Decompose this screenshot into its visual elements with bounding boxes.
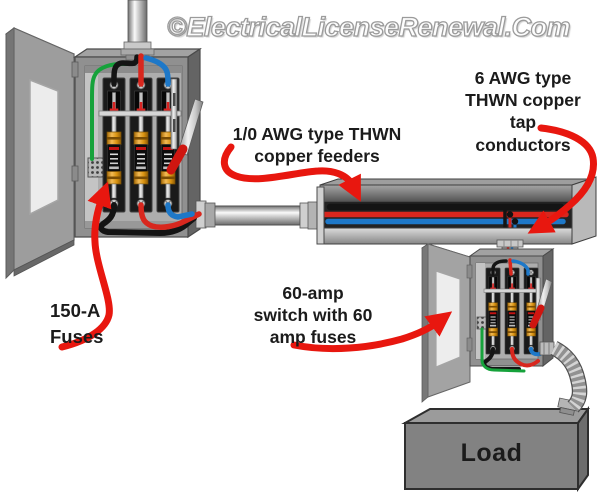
- label-main-fuses: 150-A Fuses: [50, 300, 104, 347]
- label-tap-conductors: 6 AWG type THWN copper tap conductors: [465, 68, 581, 155]
- feeder-conduit: [195, 200, 320, 230]
- flex-conduit: [539, 341, 588, 416]
- feeder-wire-red: [138, 202, 202, 230]
- callout-arrows: [58, 124, 597, 353]
- line-wire-blue: [143, 55, 171, 87]
- label-feeders: 1/0 AWG type THWN copper feeders: [232, 124, 402, 167]
- main-switch-handle: [166, 98, 204, 175]
- tap-switch-handle: [529, 278, 553, 329]
- tap-junction-dot: [511, 218, 519, 225]
- handle-grip: [529, 304, 545, 329]
- handle-grip: [166, 144, 188, 175]
- hinge: [466, 264, 473, 279]
- operating-crossbar: [483, 288, 540, 293]
- feeder-wire-blue: [165, 202, 195, 220]
- fuse-assembly: [485, 267, 501, 355]
- load-box: [401, 405, 590, 493]
- watermark: ©ElectricalLicenseRenewal.Com: [166, 11, 571, 42]
- tap-switch-arrow: [290, 311, 453, 353]
- fuse-assembly: [102, 77, 126, 213]
- main-switch-door: [5, 27, 75, 280]
- ground-wire: [90, 61, 128, 161]
- operating-rod: [170, 78, 178, 150]
- tap-junction-dot: [506, 211, 514, 218]
- tap-fuse-assemblies: [483, 267, 541, 355]
- hinge: [71, 61, 79, 78]
- operating-crossbar: [98, 110, 182, 117]
- fuse-assembly: [504, 267, 520, 355]
- feeder-wire-black: [97, 202, 197, 237]
- door-window: [29, 78, 59, 216]
- main-panel-wires: [90, 53, 202, 237]
- ground-bar: [87, 157, 105, 178]
- load-label: Load: [460, 439, 523, 467]
- wireway: [316, 176, 597, 250]
- tap-conductors-arrow: [527, 124, 597, 234]
- hinge: [466, 337, 473, 352]
- fuse-assembly: [129, 77, 153, 213]
- hinge: [71, 165, 79, 182]
- label-tap-switch: 60-amp switch with 60 amp fuses: [253, 283, 373, 348]
- main-fuses-arrow: [58, 181, 113, 351]
- feeders-arrow: [220, 143, 361, 202]
- main-fuse-assemblies: [98, 77, 182, 213]
- service-conduit: [120, 0, 155, 61]
- line-wire-black: [111, 54, 140, 87]
- tap-switch-door: [421, 243, 471, 403]
